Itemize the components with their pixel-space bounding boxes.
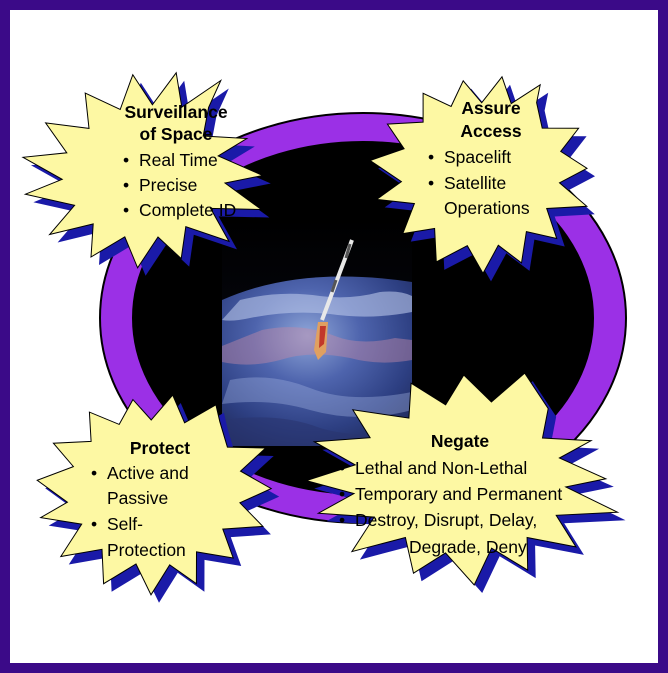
- earth-rocket-photo: [222, 218, 412, 446]
- surveillance-item-real-time: Real Time: [123, 149, 218, 171]
- surveillance-item-precise: Precise: [123, 174, 197, 196]
- assure-access-item-satellite-cont: Operations: [444, 198, 530, 218]
- assure-access-title-line2: Access: [460, 121, 522, 141]
- protect-item-self-protection-cont: Protection: [107, 540, 186, 560]
- protect-item-self-protection: Self-: [91, 513, 143, 535]
- assure-access-title-line1: Assure: [461, 98, 521, 118]
- assure-access-item-spacelift: Spacelift: [428, 146, 511, 168]
- negate-item-temporary: Temporary and Permanent: [339, 483, 562, 505]
- protect-title: Protect: [129, 438, 191, 458]
- assure-access-item-satellite: Satellite: [428, 172, 506, 194]
- surveillance-title-line1: Surveillance: [124, 102, 228, 122]
- surveillance-title-line2: of Space: [139, 124, 213, 144]
- negate-item-lethal: Lethal and Non-Lethal: [339, 457, 527, 479]
- negate-title: Negate: [430, 431, 490, 451]
- negate-item-destroy: Destroy, Disrupt, Delay,: [339, 509, 537, 531]
- surveillance-item-complete-id: Complete ID: [123, 199, 236, 221]
- negate-item-destroy-cont: Degrade, Deny: [409, 537, 527, 557]
- protect-item-active-passive: Active and: [91, 462, 189, 484]
- protect-item-active-passive-cont: Passive: [107, 488, 169, 508]
- starburst-protect: [36, 394, 280, 603]
